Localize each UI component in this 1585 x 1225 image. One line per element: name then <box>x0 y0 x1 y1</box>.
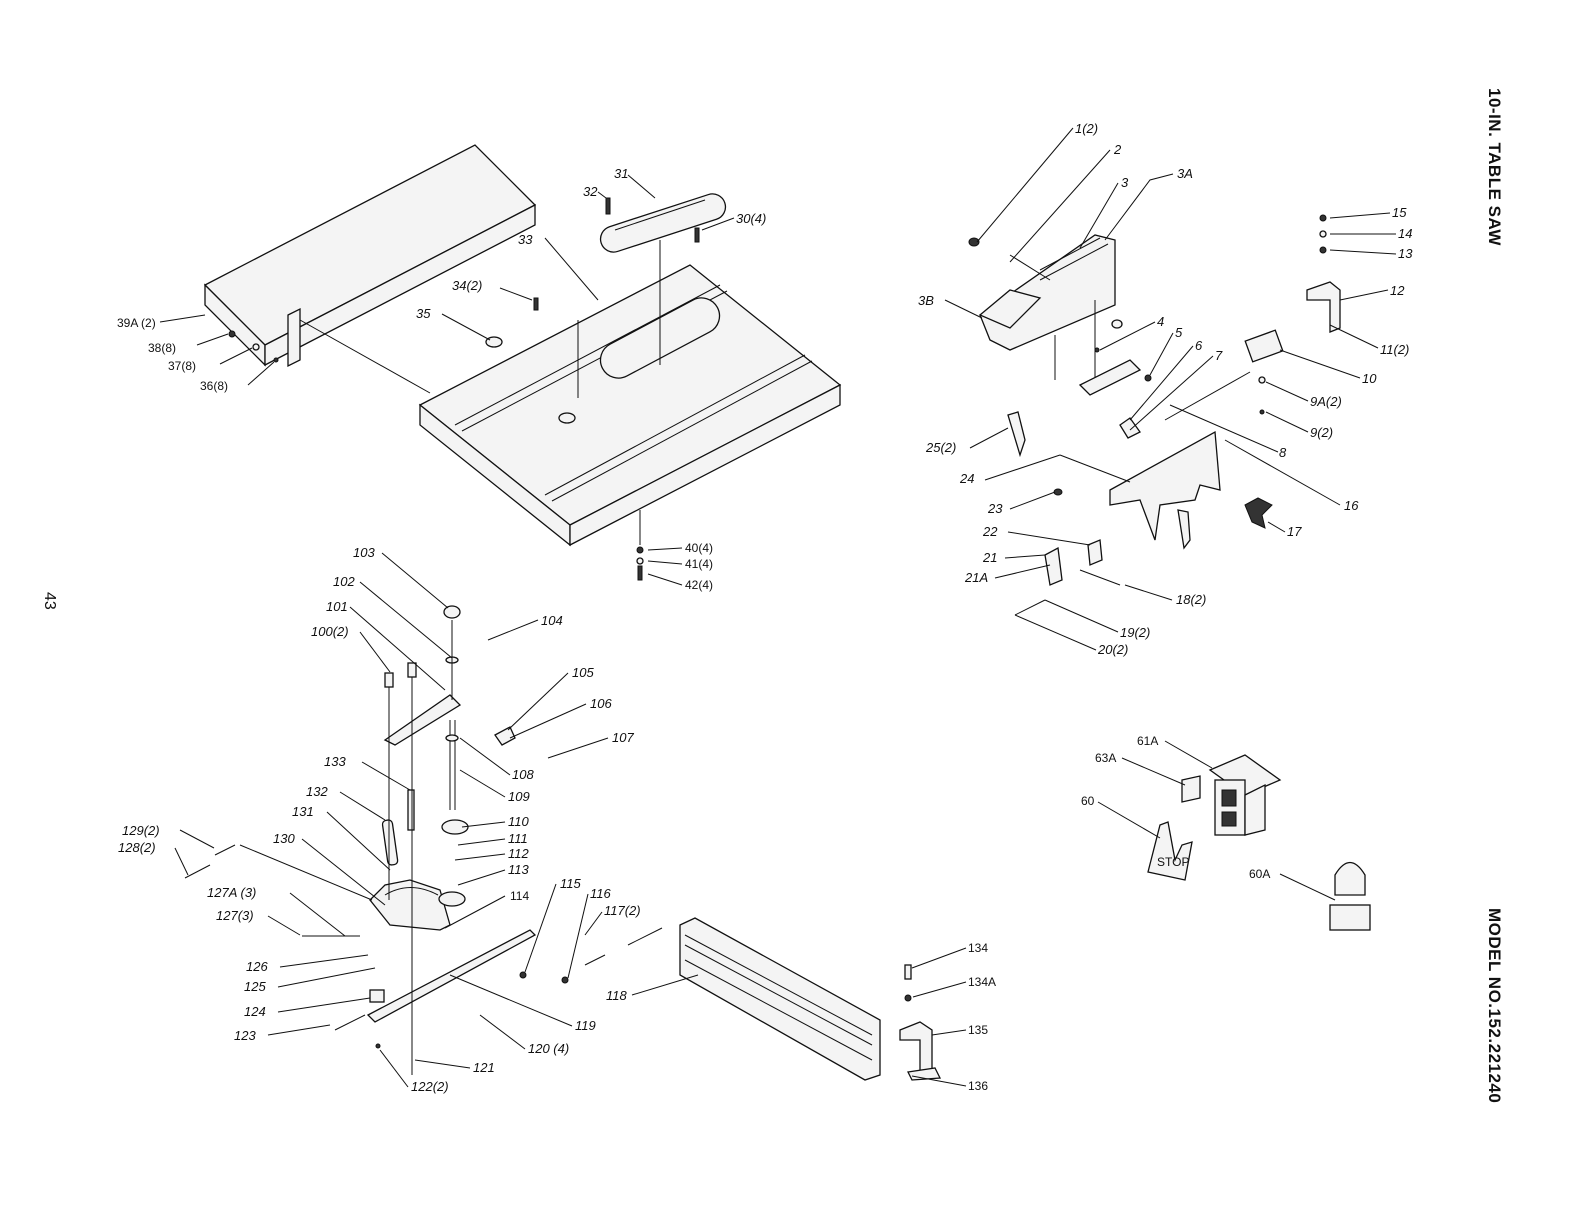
part-label-60a: 60A <box>1249 867 1270 881</box>
part-label-107: 107 <box>612 730 634 745</box>
part-label-110: 110 <box>508 814 529 829</box>
part-label-132: 132 <box>306 784 328 799</box>
part-label-38-8: 38(8) <box>148 341 176 355</box>
part-label-133: 133 <box>324 754 346 769</box>
part-label-109: 109 <box>508 789 530 804</box>
part-label-13: 13 <box>1398 246 1413 261</box>
part-label-136: 136 <box>968 1079 988 1093</box>
part-label-117-2: 117(2) <box>604 903 641 918</box>
part-label-102: 102 <box>333 574 355 589</box>
part-label-24: 24 <box>959 471 974 486</box>
part-label-120-4: 120 (4) <box>528 1041 569 1056</box>
part-label-118: 118 <box>606 988 627 1003</box>
part-label-40-4: 40(4) <box>685 541 713 555</box>
part-label-121: 121 <box>473 1060 495 1075</box>
part-label-33: 33 <box>518 232 533 247</box>
part-label-36-8: 36(8) <box>200 379 228 393</box>
table-insert <box>599 193 727 365</box>
part-label-39a-2: 39A (2) <box>117 316 156 330</box>
part-label-17: 17 <box>1287 524 1302 539</box>
part-label-115: 115 <box>560 876 581 891</box>
model-number: MODEL NO.152.221240 <box>1485 908 1504 1104</box>
part-label-35: 35 <box>416 306 431 321</box>
part-label-131: 131 <box>292 804 314 819</box>
part-label-21a: 21A <box>964 570 988 585</box>
part-label-1-2: 1(2) <box>1075 121 1098 136</box>
part-label-10: 10 <box>1362 371 1377 386</box>
part-label-124: 124 <box>244 1004 266 1019</box>
part-label-21: 21 <box>982 550 997 565</box>
part-label-41-4: 41(4) <box>685 557 713 571</box>
switch-assembly <box>1147 754 1371 931</box>
part-label-122-2: 122(2) <box>411 1079 449 1094</box>
part-label-104: 104 <box>541 613 563 628</box>
table-extension <box>203 144 537 368</box>
part-label-42-4: 42(4) <box>685 578 713 592</box>
part-label-37-8: 37(8) <box>168 359 196 373</box>
part-label-116: 116 <box>590 886 611 901</box>
part-label-126: 126 <box>246 959 268 974</box>
part-label-6: 6 <box>1195 338 1203 353</box>
part-label-111: 111 <box>508 831 528 846</box>
part-label-127a-3: 127A (3) <box>207 885 256 900</box>
page-number: 43 <box>41 592 58 610</box>
part-label-127-3: 127(3) <box>216 908 254 923</box>
part-label-3b: 3B <box>918 293 934 308</box>
diagram-title: 10-IN. TABLE SAW <box>1485 88 1504 246</box>
part-label-19-2: 19(2) <box>1120 625 1150 640</box>
part-label-16: 16 <box>1344 498 1359 513</box>
part-label-4: 4 <box>1157 314 1164 329</box>
part-label-7: 7 <box>1215 348 1223 363</box>
part-label-2: 2 <box>1113 142 1122 157</box>
part-label-22: 22 <box>982 524 998 539</box>
exploded-parts-diagram: STOP 39A (2) 3 8 <box>117 121 1413 1094</box>
part-label-15: 15 <box>1392 205 1407 220</box>
part-label-134a: 134A <box>968 975 996 989</box>
part-label-8: 8 <box>1279 445 1287 460</box>
part-label-63a: 63A <box>1095 751 1116 765</box>
leader-lines <box>159 127 1397 1088</box>
part-label-123: 123 <box>234 1028 256 1043</box>
part-label-25-2: 25(2) <box>925 440 956 455</box>
part-label-3a: 3A <box>1177 166 1193 181</box>
spreader <box>1007 281 1341 550</box>
part-label-20-2: 20(2) <box>1097 642 1128 657</box>
part-label-135: 135 <box>968 1023 988 1037</box>
stop-key-text: STOP <box>1157 855 1189 869</box>
part-label-106: 106 <box>590 696 612 711</box>
part-label-34-2: 34(2) <box>452 278 482 293</box>
part-label-3: 3 <box>1121 175 1129 190</box>
part-label-5: 5 <box>1175 325 1183 340</box>
part-label-130: 130 <box>273 831 295 846</box>
part-label-12: 12 <box>1390 283 1405 298</box>
part-label-23: 23 <box>987 501 1003 516</box>
rip-fence <box>679 917 881 1081</box>
blade-guard <box>978 234 1142 396</box>
part-label-128-2: 128(2) <box>118 840 156 855</box>
part-label-61a: 61A <box>1137 734 1158 748</box>
part-label-60: 60 <box>1081 794 1095 808</box>
part-label-108: 108 <box>512 767 534 782</box>
part-label-9-2: 9(2) <box>1310 425 1333 440</box>
part-label-11-2: 11(2) <box>1380 342 1409 357</box>
part-label-134: 134 <box>968 941 988 955</box>
part-label-32: 32 <box>583 184 598 199</box>
part-label-100-2: 100(2) <box>311 624 349 639</box>
part-label-114: 114 <box>510 889 529 903</box>
part-label-9a-2: 9A(2) <box>1310 394 1342 409</box>
part-label-103: 103 <box>353 545 375 560</box>
part-label-112: 112 <box>508 846 529 861</box>
part-label-105: 105 <box>572 665 594 680</box>
part-label-31: 31 <box>614 166 628 181</box>
part-label-119: 119 <box>575 1018 596 1033</box>
part-label-101: 101 <box>326 599 348 614</box>
part-label-30-4: 30(4) <box>736 211 766 226</box>
part-label-125: 125 <box>244 979 266 994</box>
main-table <box>418 264 842 547</box>
part-labels: 39A (2) 38(8) 37(8) 36(8) 32 31 30(4) 33… <box>117 121 1413 1094</box>
part-label-129-2: 129(2) <box>122 823 160 838</box>
part-label-14: 14 <box>1398 226 1412 241</box>
part-label-113: 113 <box>508 862 529 877</box>
part-label-18-2: 18(2) <box>1176 592 1206 607</box>
